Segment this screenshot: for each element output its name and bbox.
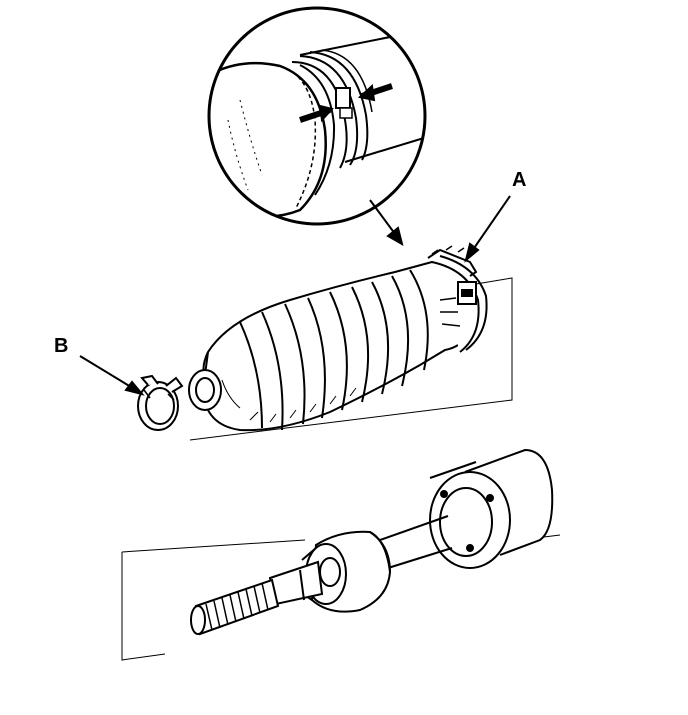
callout-label-b: B xyxy=(54,335,69,357)
callout-label-a: A xyxy=(512,169,527,191)
boot-band-detail-circle xyxy=(209,8,450,224)
callout-leader-a xyxy=(466,196,510,260)
threaded-end xyxy=(191,580,278,634)
detail-pointer-arrow xyxy=(370,200,402,244)
boot-clip-b xyxy=(138,376,182,430)
tie-rod-ball-joint xyxy=(300,532,390,612)
steering-boot xyxy=(203,262,470,430)
boot-small-end xyxy=(189,370,221,410)
boot-band-a xyxy=(428,246,487,352)
rack-end xyxy=(380,450,552,568)
callout-leader-b xyxy=(80,356,142,394)
